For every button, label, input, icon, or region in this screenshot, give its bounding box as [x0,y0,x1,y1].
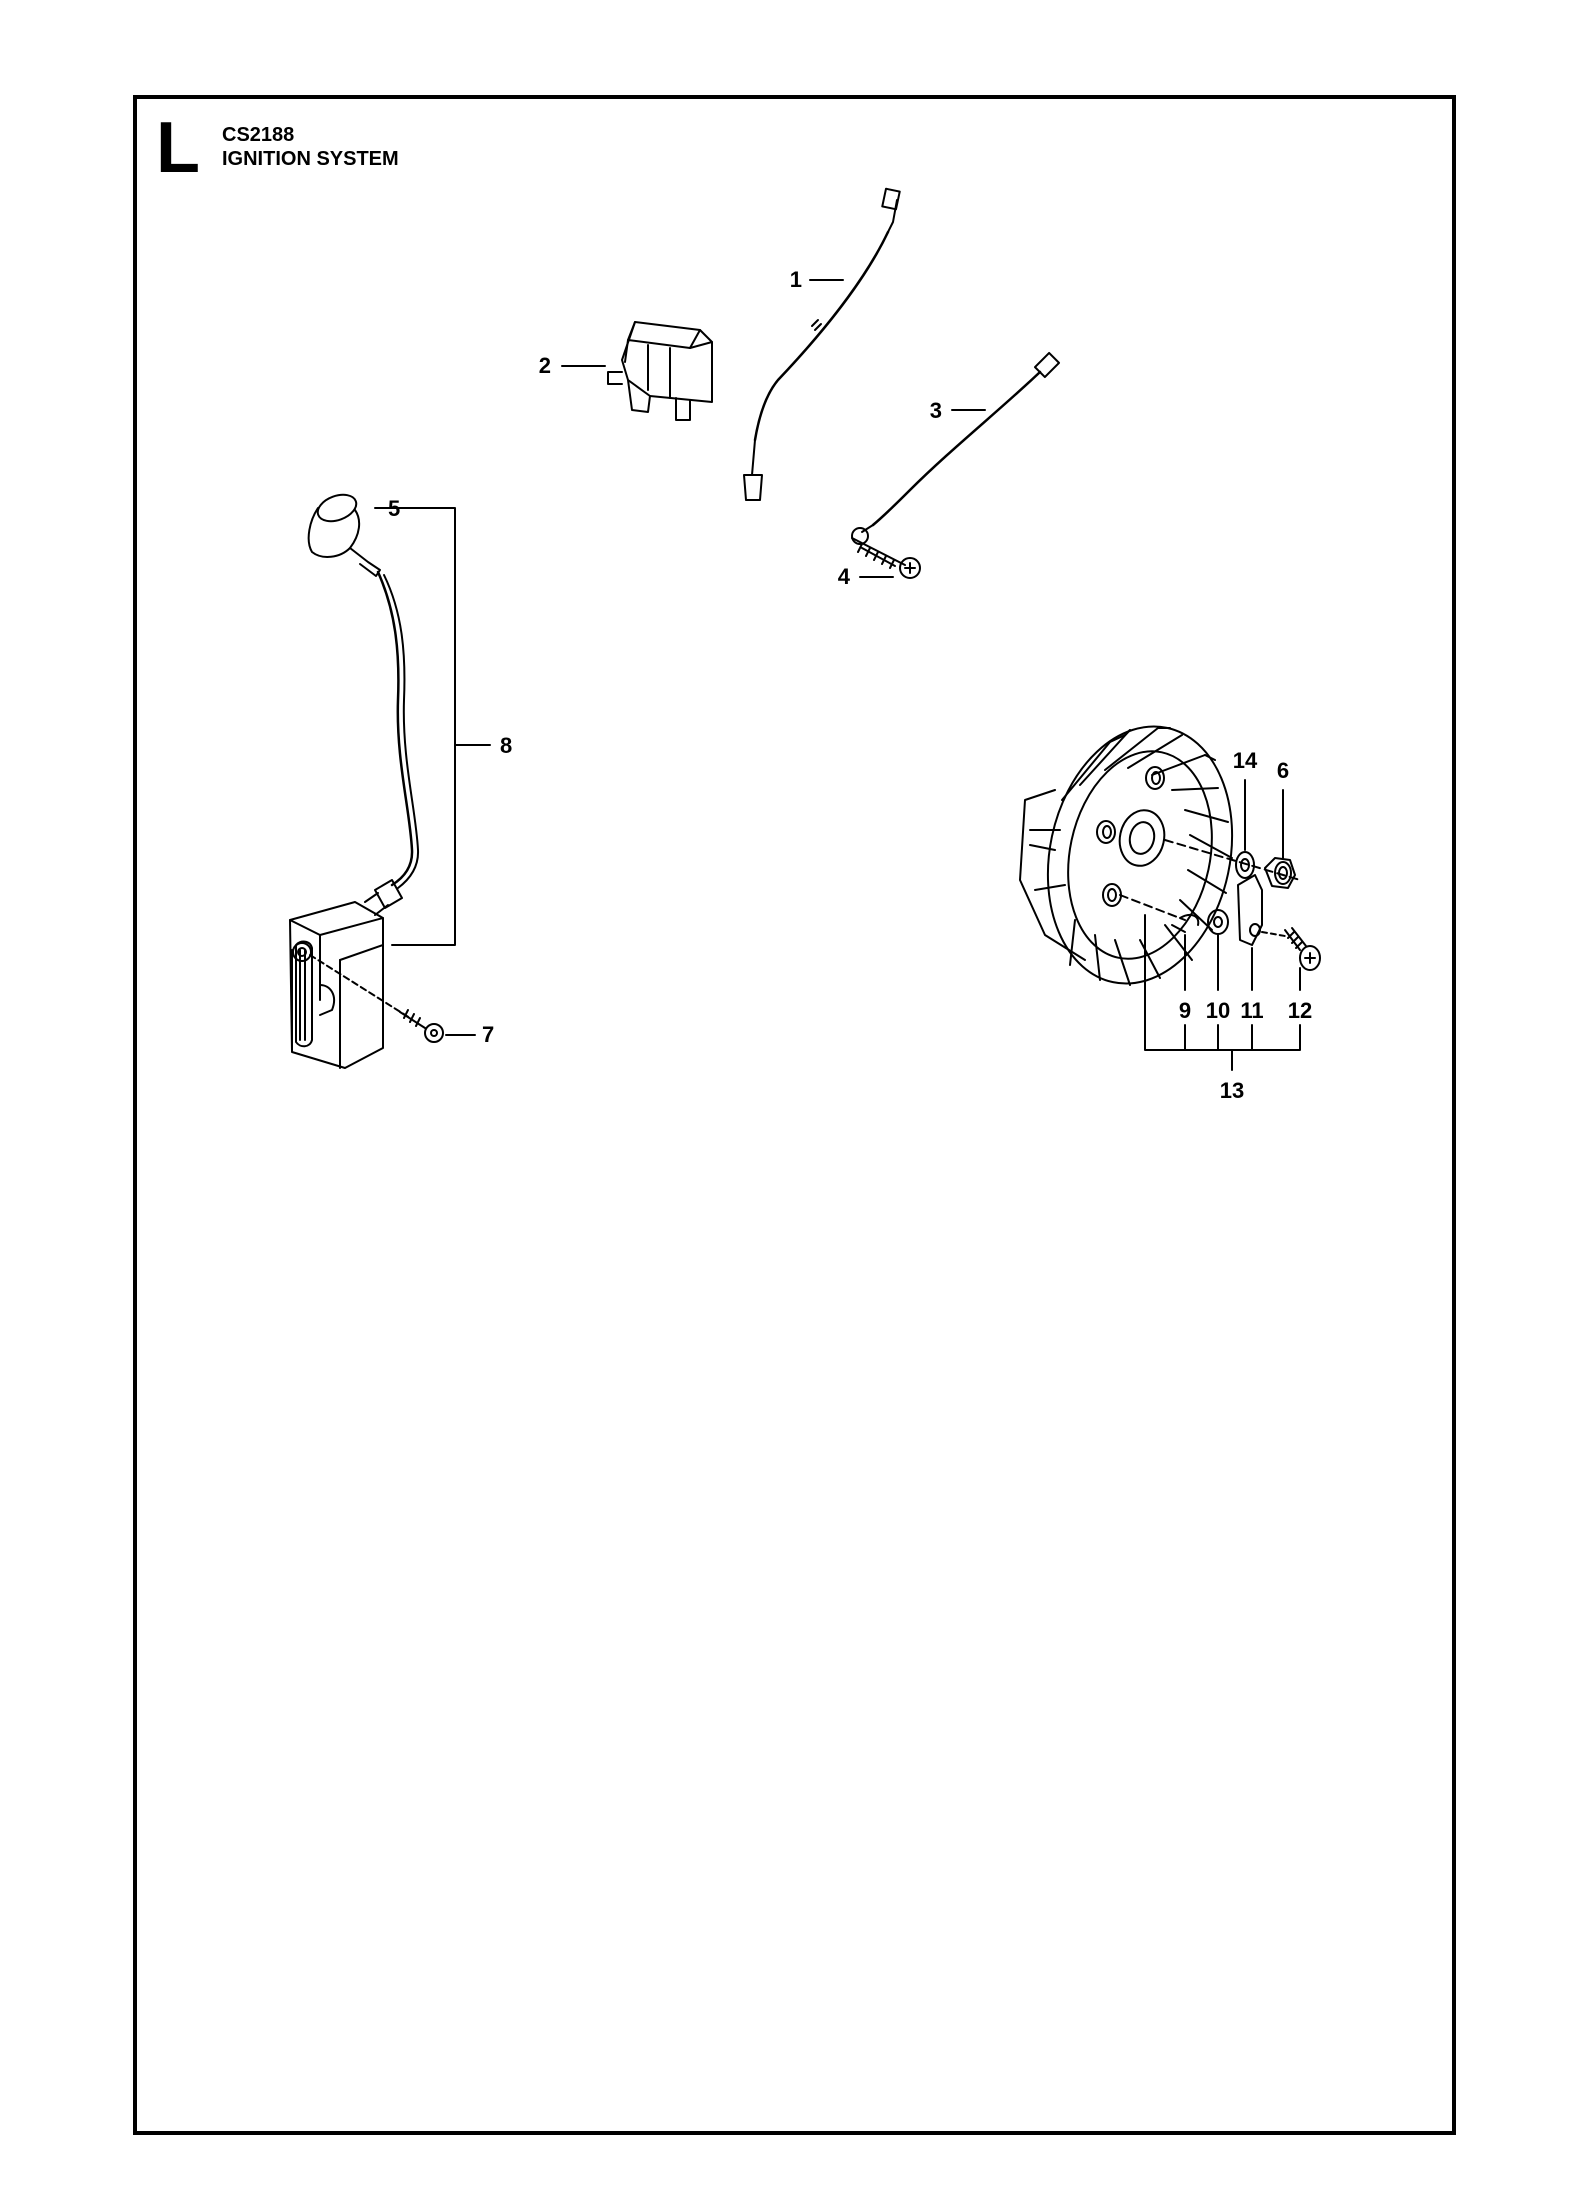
callout-6: 6 [1277,758,1289,783]
section-title: IGNITION SYSTEM [222,148,399,170]
page-frame [133,95,1456,2135]
part-4-screw [851,537,921,579]
callout-8: 8 [500,733,512,758]
part-6-nut [1264,857,1296,889]
part-1-wire [743,187,901,501]
callout-1: 1 [790,267,802,292]
callout-10: 10 [1206,998,1230,1023]
callout-5: 5 [388,496,400,521]
callout-4: 4 [838,564,851,589]
part-9 [1171,913,1200,933]
callout-9: 9 [1179,998,1191,1023]
model-number: CS2188 [222,124,295,146]
part-12-screw [1261,927,1321,971]
callout-2: 2 [539,353,551,378]
callout-12: 12 [1288,998,1312,1023]
leader-bracket-13-ticks [1184,1024,1253,1051]
leader-bracket-5-8 [374,507,456,946]
leader-bracket-13 [1144,914,1301,1051]
callout-13: 13 [1220,1078,1244,1103]
callout-3: 3 [930,398,942,423]
part-2-switch [607,321,713,421]
part-11-pawl [1237,874,1263,946]
part-3-wire [851,351,1061,545]
flywheel [1019,725,1301,986]
section-letter: L [156,108,200,188]
callout-7: 7 [482,1022,494,1047]
part-14-washer [1235,851,1255,879]
callout-14: 14 [1233,748,1258,773]
callout-11: 11 [1240,998,1263,1023]
part-8-ignition-coil [289,493,420,1069]
part-7-screw [309,954,444,1043]
